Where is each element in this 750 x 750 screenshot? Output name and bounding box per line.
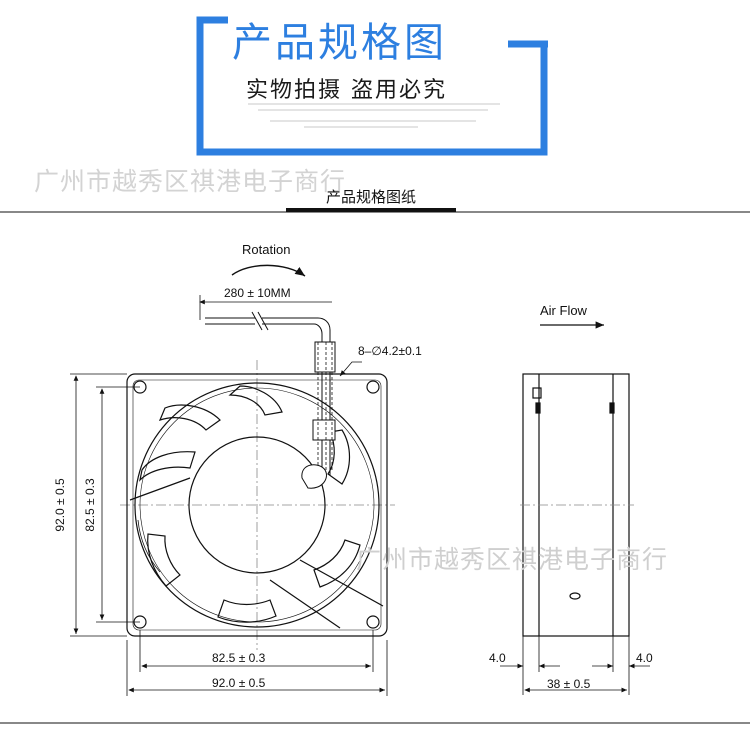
cable-length-label: 280 ± 10MM [224, 286, 291, 300]
outer-height-label: 92.0 ± 0.5 [53, 478, 67, 532]
side-left-label: 4.0 [489, 651, 506, 665]
depth-label: 38 ± 0.5 [547, 677, 591, 691]
hole-pitch-height-label: 82.5 ± 0.3 [83, 478, 97, 532]
front-centerlines [120, 360, 395, 650]
section-label: 产品规格图纸 [326, 188, 417, 206]
hole-spec-label: 8–∅4.2±0.1 [358, 344, 422, 358]
rotation-arrow [231, 264, 306, 277]
page-subtitle: 实物拍摄 盗用必究 [246, 78, 447, 103]
bottom-dimensions [126, 630, 388, 696]
rotation-label: Rotation [242, 242, 291, 257]
left-dimensions [70, 373, 140, 637]
header-frame [196, 16, 548, 156]
outer-width-label: 92.0 ± 0.5 [212, 676, 266, 690]
side-dimensions [500, 636, 650, 695]
watermark-text: 广州市越秀区祺港电子商行 [34, 167, 347, 196]
airflow-label: Air Flow [540, 303, 587, 318]
front-frame [126, 373, 388, 637]
watermark-overlay: 广州市越秀区祺港电子商行 [356, 545, 669, 574]
hole-pitch-width-label: 82.5 ± 0.3 [212, 651, 266, 665]
hole-spec-leader [339, 361, 362, 377]
cable [205, 311, 336, 489]
page-title: 产品规格图 [232, 20, 447, 66]
side-right-label: 4.0 [636, 651, 653, 665]
